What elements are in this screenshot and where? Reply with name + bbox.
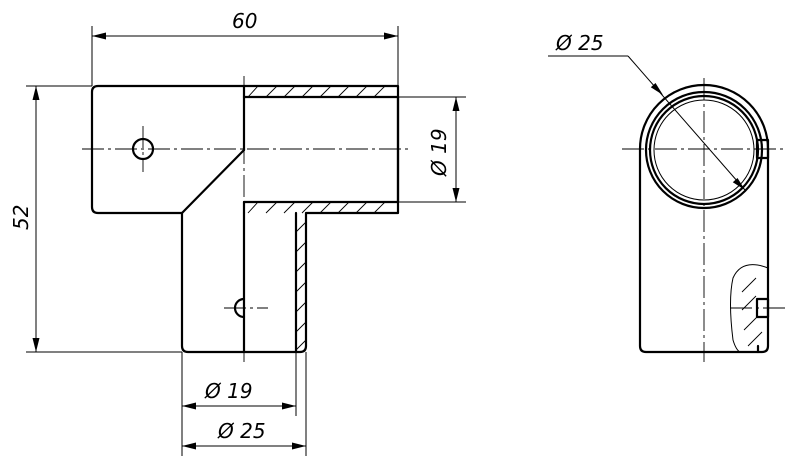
side-view: Ø 25 (548, 31, 786, 362)
side-cutout-curve (730, 264, 769, 353)
side-diameter-label: Ø 25 (555, 31, 604, 55)
dimension-height-label: 52 (9, 205, 33, 230)
side-body-outline (638, 83, 770, 354)
dimension-bottom-outer-label: Ø 25 (217, 419, 266, 443)
dimension-bore-diameter: Ø 19 (398, 96, 466, 203)
dimension-width: 60 (91, 9, 399, 86)
dimension-bottom-outer: Ø 25 (182, 352, 307, 456)
dimension-bottom-bore: Ø 19 (181, 352, 297, 456)
dimension-bottom-bore-label: Ø 19 (204, 379, 253, 403)
diagonal-transition (180, 148, 246, 215)
side-cutout-hatch (741, 277, 763, 347)
dimension-height: 52 (9, 85, 182, 353)
dimension-bore-diameter-label: Ø 19 (427, 128, 451, 177)
tee-body-outline (90, 84, 400, 354)
front-view (82, 76, 410, 362)
section-hatching (247, 85, 386, 351)
dimension-width-label: 60 (232, 9, 257, 33)
